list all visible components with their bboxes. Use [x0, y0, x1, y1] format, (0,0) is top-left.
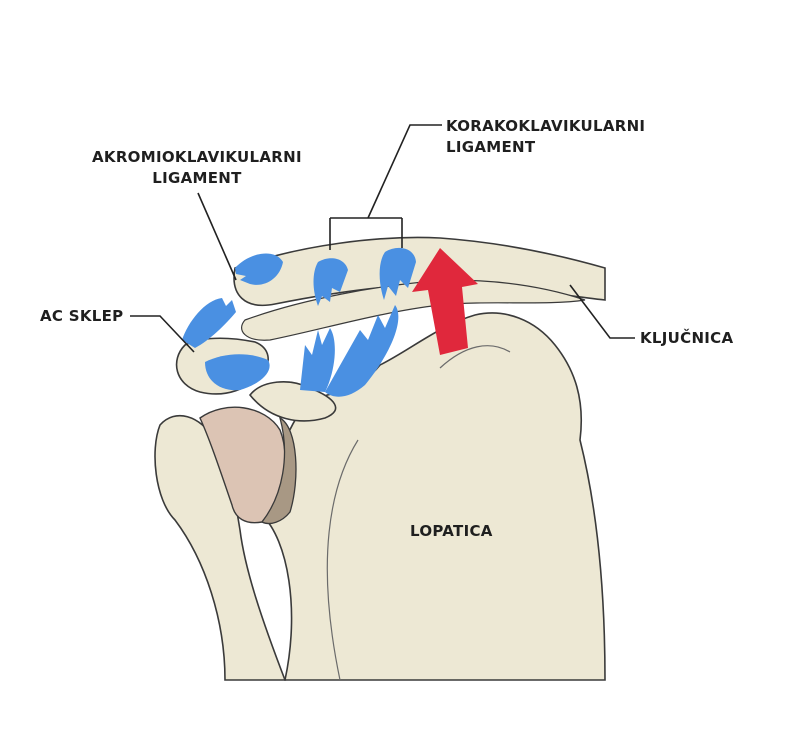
- ac-ligament-upper: [235, 253, 283, 285]
- scapula-contour-lines: [326, 345, 511, 681]
- scapula-shape: [261, 312, 606, 681]
- label-scapula: LOPATICA: [410, 522, 493, 540]
- cc-ligament-conoid-lower: [325, 305, 399, 397]
- leader-ac-joint: [130, 315, 195, 353]
- ligaments-group: [182, 247, 416, 397]
- label-coracoclavicular-line1: KORAKOKLAVIKULARNI: [446, 117, 646, 135]
- label-coracoclavicular-ligament: KORAKOKLAVIKULARNI LIGAMENT: [446, 116, 645, 158]
- ac-ligament-lower: [182, 298, 236, 348]
- label-acromioclavicular-line1: AKROMIOKLAVIKULARNI: [92, 148, 302, 166]
- coracoid-shape: [248, 381, 337, 422]
- cc-ligament-trapezoid-lower: [300, 328, 335, 392]
- ac-ligament-band: [205, 354, 270, 391]
- leader-lines: [130, 124, 635, 353]
- glenoid-rim: [261, 416, 297, 525]
- label-acromioclavicular-ligament: AKROMIOKLAVIKULARNI LIGAMENT: [92, 147, 302, 189]
- label-ac-joint: AC SKLEP: [40, 307, 124, 325]
- leader-clavicle: [569, 284, 635, 339]
- label-clavicle: KLJUČNICA: [640, 329, 734, 347]
- label-coracoclavicular-line2: LIGAMENT: [446, 138, 536, 156]
- cc-ligament-trapezoid: [313, 258, 348, 306]
- up-arrow-icon: [412, 248, 478, 355]
- cc-ligament-conoid: [379, 247, 416, 300]
- leader-cc-ligament: [329, 124, 442, 250]
- leader-ac-ligament: [197, 192, 237, 281]
- label-acromioclavicular-line2: LIGAMENT: [152, 169, 242, 187]
